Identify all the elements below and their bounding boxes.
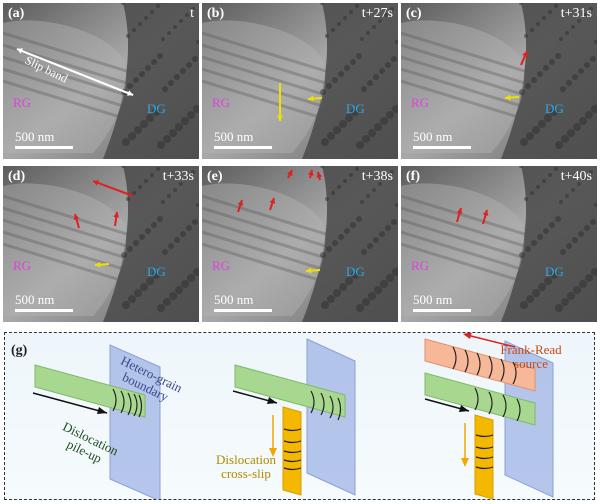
arrow-1: [307, 169, 314, 179]
scale-bar-label: 500 nm: [413, 129, 453, 144]
scale-bar-label: 500 nm: [15, 129, 55, 144]
arrow-1: [482, 209, 489, 225]
arrow-3: [94, 261, 110, 268]
micrograph: [401, 166, 597, 322]
arrow-3: [237, 199, 244, 213]
rg-label: RG: [212, 258, 231, 273]
schematic-drawing: [32, 333, 554, 499]
cross-slip-plane: [282, 406, 302, 496]
schematic-panel: (g): [4, 332, 595, 500]
pileup-arrow: [32, 392, 108, 414]
arrow-2: [113, 211, 120, 227]
micrograph: [3, 166, 199, 322]
scale-bar-label: 500 nm: [413, 292, 453, 307]
micrograph: [202, 3, 398, 159]
scale-bar-label: 500 nm: [15, 292, 55, 307]
panel-time: t+38s: [361, 169, 393, 184]
arrow-0: [277, 83, 283, 121]
slip-band-3: [424, 372, 536, 426]
arrow-5: [305, 267, 321, 274]
panel-time: t: [190, 6, 194, 21]
panel-time: t+31s: [560, 6, 592, 21]
arrow-0: [520, 50, 528, 66]
rg-label: RG: [212, 95, 231, 110]
micrograph: [3, 3, 199, 159]
arrow-2: [316, 171, 323, 181]
panel-label: (d): [8, 169, 26, 184]
arrow-1: [504, 94, 520, 101]
panel-label: (e): [207, 169, 223, 184]
panel-time: t+40s: [560, 169, 592, 184]
arrow-1: [307, 95, 323, 102]
arrow-4: [269, 197, 276, 211]
rg-label: RG: [13, 95, 32, 110]
source-arrow-red: [466, 334, 516, 348]
panel-label: (c): [406, 6, 422, 21]
dg-label: DG: [147, 264, 166, 279]
scale-bar-label: 500 nm: [214, 129, 254, 144]
scale-bar: [15, 146, 73, 149]
scale-bar: [413, 146, 471, 149]
arrow-0: [92, 180, 134, 197]
rg-label: RG: [411, 258, 430, 273]
panel-label: (a): [8, 6, 25, 21]
arrow-0: [456, 207, 463, 223]
panel-label: (b): [207, 6, 225, 21]
dg-label: DG: [545, 264, 564, 279]
panel-label-g: (g): [11, 343, 28, 358]
pileup-dislocations: [112, 388, 143, 418]
frank-read-label: Frank-Read source: [500, 342, 562, 371]
scale-bar: [15, 309, 73, 312]
rg-label: RG: [13, 258, 32, 273]
source-dislocations: [452, 346, 521, 470]
scale-bar-label: 500 nm: [214, 292, 254, 307]
slip-band-1: [34, 364, 146, 418]
dg-label: DG: [346, 264, 365, 279]
dg-label: DG: [147, 101, 166, 116]
crossslip-label: Dislocation cross-slip: [216, 452, 276, 481]
panel-time: t+33s: [162, 169, 194, 184]
panel-label: (f): [406, 169, 420, 184]
rg-label: RG: [411, 95, 430, 110]
panel-time: t+27s: [361, 6, 393, 21]
arrow-0: [287, 169, 293, 179]
scale-bar: [214, 146, 272, 149]
scale-bar: [413, 309, 471, 312]
grain-boundary-plane-1: [109, 344, 161, 499]
micrograph: [202, 166, 398, 322]
crossslip-dislocations: [283, 390, 342, 471]
dg-label: DG: [346, 101, 365, 116]
scale-bar: [214, 309, 272, 312]
arrow-1: [73, 213, 80, 229]
slip-band-arrow-head: [16, 48, 134, 96]
dg-label: DG: [545, 101, 564, 116]
slip-band-2: [234, 364, 346, 418]
micrograph: [401, 3, 597, 159]
